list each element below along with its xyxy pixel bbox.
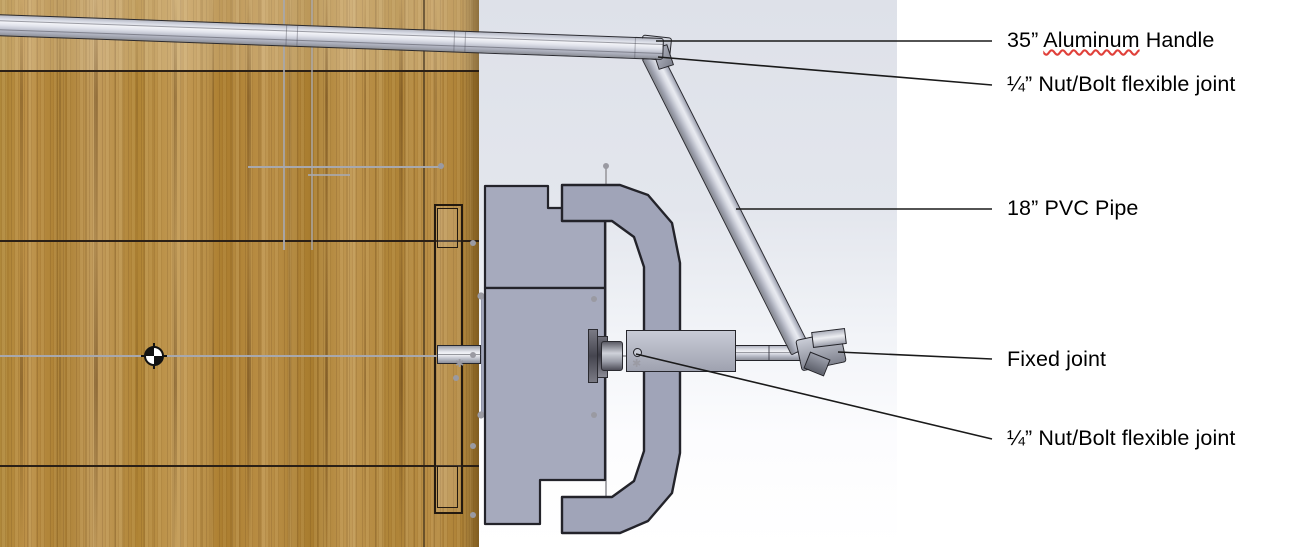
sketch-relation-marker: ✱ (455, 358, 465, 370)
origin-marker-tick (153, 364, 155, 369)
sketch-endpoint (470, 240, 476, 246)
callout-label-fixed-joint: Fixed joint (1007, 347, 1107, 371)
strike-plate-top-screw-slot (437, 208, 458, 248)
sketch-endpoint (591, 412, 597, 418)
fixed-joint-bolt-hole (633, 348, 642, 357)
sketch-endpoint (591, 296, 597, 302)
callout-label-pvc-pipe: 18” PVC Pipe (1007, 196, 1139, 220)
linkage-rod-seam (700, 352, 830, 353)
sketch-endpoint (438, 163, 444, 169)
origin-marker-tick (141, 355, 146, 357)
door-stile-edge (423, 0, 425, 547)
pivot-hub-flange (588, 329, 598, 383)
wood-grain-texture (0, 0, 479, 547)
origin-marker-tick (162, 355, 167, 357)
spellcheck-flagged-word: Aluminum (1043, 28, 1140, 52)
sketch-endpoint (603, 163, 609, 169)
origin-marker-tick (153, 343, 155, 348)
latch-bolt-seam (437, 354, 481, 355)
leader-line-top-joint (657, 56, 993, 86)
callout-label-handle: 35” Aluminum Handle (1007, 28, 1215, 52)
strike-plate-bottom-screw-slot (437, 466, 458, 508)
solidworks-origin-marker (141, 343, 167, 369)
callout-label-top-joint: ¼” Nut/Bolt flexible joint (1007, 72, 1236, 96)
c-bracket[interactable] (560, 183, 740, 535)
sketch-endpoint (453, 375, 459, 381)
sketch-endpoint (470, 512, 476, 518)
leader-line-bottom-joint (635, 353, 993, 440)
sketch-endpoint (470, 352, 476, 358)
pivot-hub-body (601, 341, 623, 371)
linkage-rod-band (768, 346, 770, 360)
callout-label-bottom-joint: ¼” Nut/Bolt flexible joint (1007, 426, 1236, 450)
sketch-relation-marker: ✱ (632, 358, 642, 370)
door-edge-shadow (463, 0, 479, 547)
sketch-endpoint (470, 443, 476, 449)
leader-line-fixed-joint (837, 351, 993, 360)
